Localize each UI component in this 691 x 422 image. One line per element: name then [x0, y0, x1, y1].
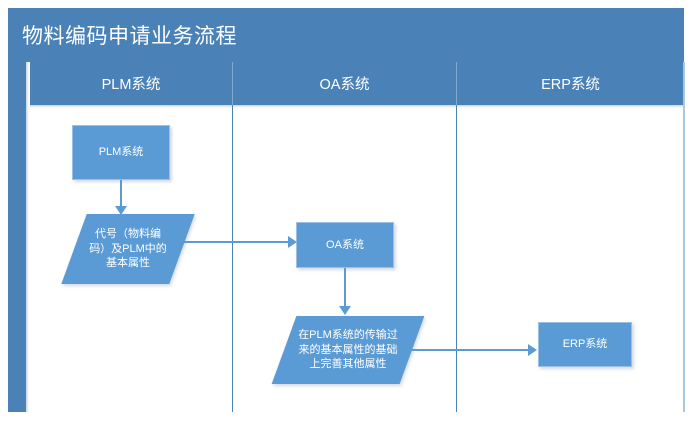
lane-divider-oa-erp — [456, 105, 457, 412]
connector-code-to-oa — [175, 241, 293, 243]
connector-other-attrs-to-erp-arrowhead-icon — [528, 344, 537, 356]
connector-plm-to-code-arrowhead-icon — [115, 206, 127, 215]
swimlane-left-spine — [8, 62, 26, 412]
node-oa-system[interactable]: OA系统 — [296, 222, 394, 268]
lane-header-underline — [30, 105, 684, 108]
diagram-title-bar: 物料编码申请业务流程 — [8, 8, 684, 62]
connector-code-to-oa-arrowhead-icon — [288, 236, 297, 248]
node-oa-system-label: OA系统 — [326, 238, 364, 251]
connector-plm-to-code — [120, 180, 122, 208]
lane-header-erp-label: ERP系统 — [541, 77, 600, 93]
lane-divider-plm-oa — [232, 105, 233, 412]
lane-header-plm: PLM系统 — [30, 62, 232, 105]
node-code-attrs-label: 代号（物料编码）及PLM中的基本属性 — [89, 227, 167, 270]
lane-header-erp: ERP系统 — [456, 62, 684, 105]
node-erp-system-label: ERP系统 — [562, 338, 608, 351]
lane-header-oa: OA系统 — [232, 62, 456, 105]
node-code-attrs[interactable]: 代号（物料编码）及PLM中的基本属性 — [61, 214, 195, 284]
connector-oa-to-other-attrs-arrowhead-icon — [339, 306, 351, 315]
connector-oa-to-other-attrs — [344, 268, 346, 308]
swimlane-left-spine-shadow — [26, 62, 29, 412]
diagram-right-edge — [683, 62, 685, 412]
node-erp-system[interactable]: ERP系统 — [538, 322, 632, 367]
node-plm-system-label: PLM系统 — [98, 146, 144, 159]
lane-header-plm-label: PLM系统 — [101, 77, 161, 93]
node-other-attrs-label: 在PLM系统的传输过来的基本属性的基础上完善其他属性 — [298, 328, 398, 371]
page-title: 物料编码申请业务流程 — [22, 25, 237, 48]
node-plm-system[interactable]: PLM系统 — [72, 125, 170, 180]
lane-header-oa-label: OA系统 — [319, 77, 370, 93]
node-other-attrs[interactable]: 在PLM系统的传输过来的基本属性的基础上完善其他属性 — [271, 316, 425, 384]
connector-other-attrs-to-erp — [404, 349, 532, 351]
